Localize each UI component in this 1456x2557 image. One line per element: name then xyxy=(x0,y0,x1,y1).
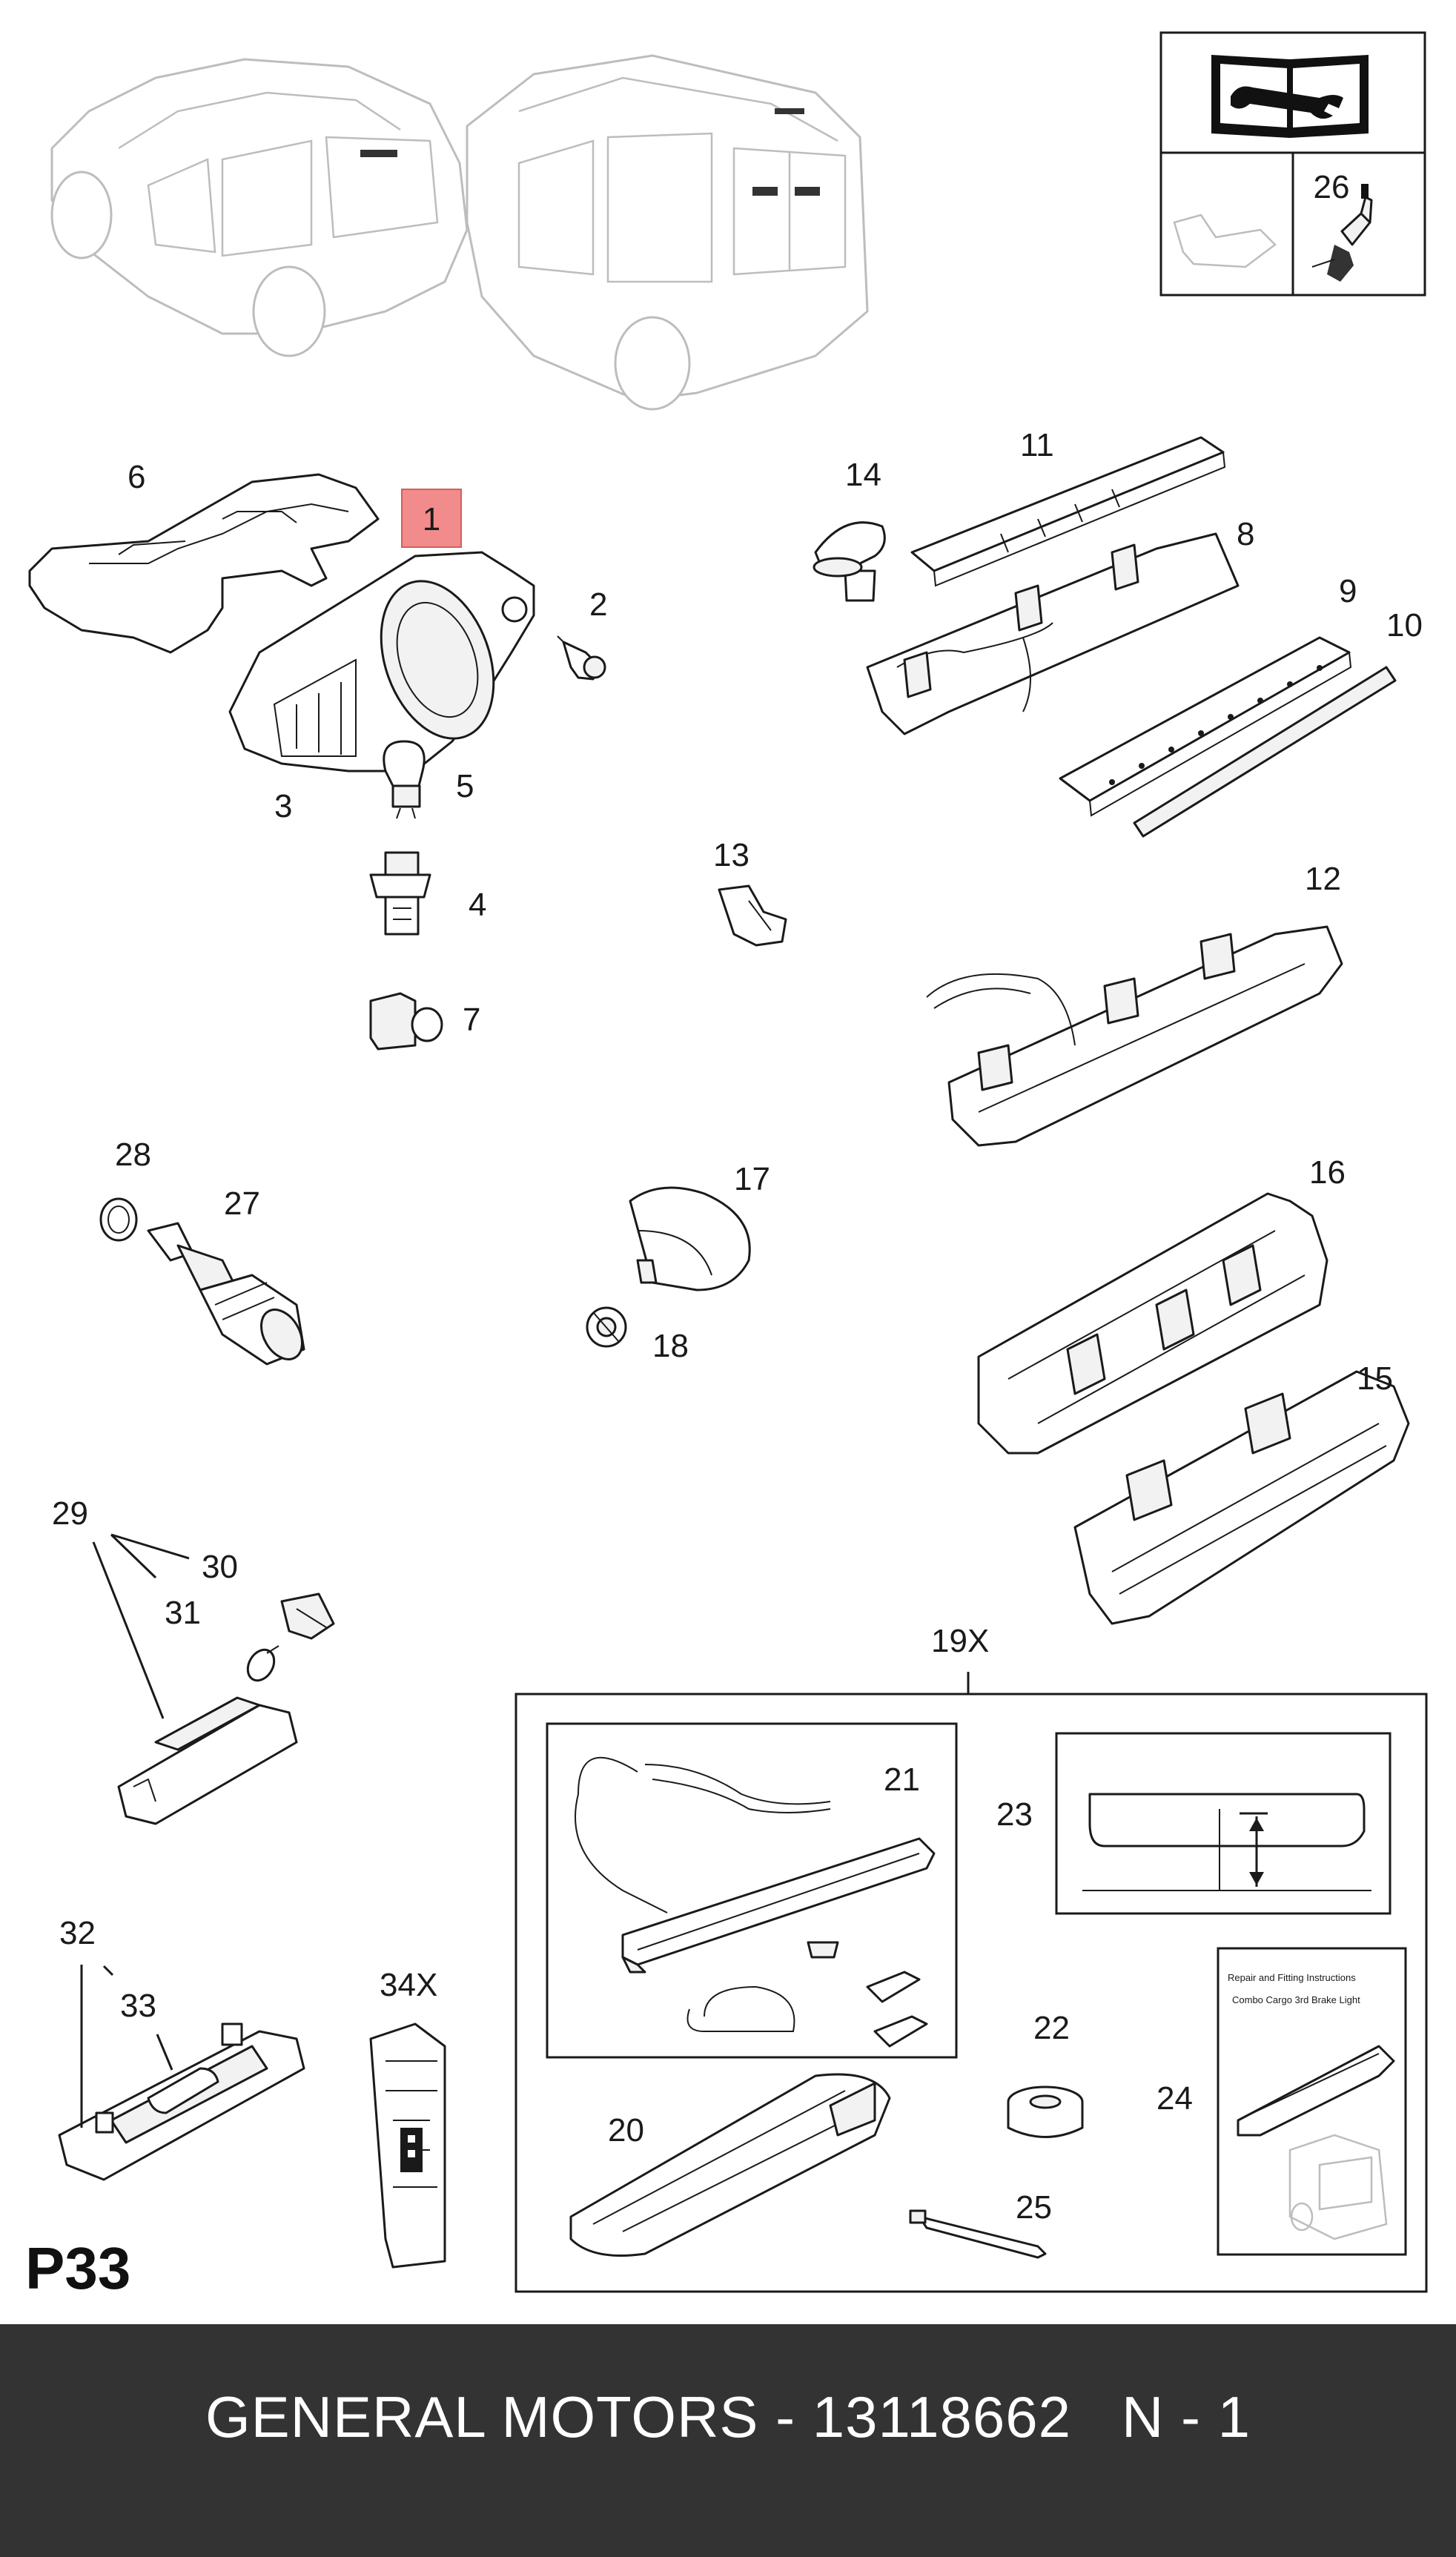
part-number-12: 12 xyxy=(1305,861,1341,897)
part-7-clip xyxy=(369,992,443,1051)
part-5-bulb xyxy=(383,740,426,819)
part-number-1: 1 xyxy=(423,501,440,537)
part-number-24: 24 xyxy=(1156,2080,1193,2117)
part-number-10: 10 xyxy=(1386,607,1423,644)
footer-bar: GENERAL MOTORS - 13118662 N - 1 xyxy=(0,2324,1456,2557)
part-number-labels: 3 5 2 6 4 7 14 11 8 9 10 13 12 28 27 17 … xyxy=(52,427,1423,2226)
part-number-14: 14 xyxy=(845,457,881,493)
part-number-11: 11 xyxy=(1020,427,1054,463)
part-34x-bracket xyxy=(369,2022,446,2269)
part-8-light-carrier xyxy=(866,532,1240,735)
part-number-17: 17 xyxy=(734,1161,770,1197)
part-33-bulb xyxy=(147,2067,219,2114)
vehicle-overview-illustration xyxy=(50,54,869,411)
leader-lines-32-33 xyxy=(80,1965,173,2128)
part-28-o-ring xyxy=(99,1197,138,1242)
part-number-33: 33 xyxy=(120,1988,156,2024)
part-13-clip xyxy=(718,884,787,947)
part-number-19x: 19X xyxy=(931,1623,989,1659)
part-16-housing xyxy=(977,1192,1328,1455)
part-number-27: 27 xyxy=(224,1185,260,1222)
part-number-34x: 34X xyxy=(380,1967,437,2003)
part-10-seal xyxy=(1133,666,1397,838)
instruction-title-line2: Combo Cargo 3rd Brake Light xyxy=(1232,1994,1360,2005)
adhesive-bottle-icon xyxy=(1311,184,1373,282)
part-number-4: 4 xyxy=(469,887,486,923)
part-number-9: 9 xyxy=(1339,573,1357,609)
part-number-26: 26 xyxy=(1314,169,1350,205)
part-number-15: 15 xyxy=(1357,1360,1393,1397)
leader-lines-29-31 xyxy=(92,1533,190,1719)
part-31-bulb xyxy=(246,1645,279,1682)
part-number-32: 32 xyxy=(59,1915,96,1951)
footer-part-info: GENERAL MOTORS - 13118662 N - 1 xyxy=(205,2384,1251,2450)
service-info-box: 26 xyxy=(1159,31,1426,297)
part-number-22: 22 xyxy=(1033,2010,1070,2046)
grease-icon xyxy=(1173,214,1277,268)
part-number-16: 16 xyxy=(1309,1154,1346,1191)
part-17-lens xyxy=(629,1186,751,1291)
part-number-20: 20 xyxy=(608,2112,644,2149)
part-6-bracket xyxy=(28,473,380,654)
part-number-8: 8 xyxy=(1237,516,1254,552)
part-number-28: 28 xyxy=(115,1137,151,1173)
part-14-rivet xyxy=(813,521,886,602)
part-21-light-bar-kit xyxy=(575,1756,936,2048)
kit-19x-box xyxy=(514,1672,1428,2293)
part-number-21: 21 xyxy=(884,1762,920,1798)
part-number-29: 29 xyxy=(52,1495,88,1532)
instruction-title-line1: Repair and Fitting Instructions xyxy=(1228,1972,1356,1983)
part-11-strip xyxy=(910,436,1226,587)
part-number-3: 3 xyxy=(274,788,292,824)
part-number-6: 6 xyxy=(128,459,145,495)
parts-diagram: 26 1 xyxy=(28,31,1428,2293)
part-number-31: 31 xyxy=(165,1595,201,1631)
part-23-fitting-gauge xyxy=(1082,1793,1371,1891)
page-code: P33 xyxy=(25,2235,131,2301)
repair-manual-icon xyxy=(1211,55,1369,138)
part-18-socket xyxy=(586,1306,627,1348)
part-number-2: 2 xyxy=(589,586,607,623)
part-4-bulb-holder xyxy=(369,851,431,936)
part-number-7: 7 xyxy=(463,1002,480,1038)
part-number-18: 18 xyxy=(652,1328,689,1364)
part-12-brake-light xyxy=(926,925,1343,1147)
part-30-socket xyxy=(280,1592,335,1640)
part-15-lamp-assembly xyxy=(1073,1370,1410,1625)
part-number-30: 30 xyxy=(202,1549,238,1585)
part-29-license-lamp xyxy=(117,1696,298,1825)
part-number-23: 23 xyxy=(996,1796,1033,1833)
part-9-led-strip xyxy=(1059,636,1352,817)
part-number-25: 25 xyxy=(1016,2189,1052,2226)
part-24-instruction-sheet: Repair and Fitting Instructions Combo Ca… xyxy=(1228,1972,1395,2240)
part-25-cable-tie xyxy=(909,2209,1047,2259)
part-22-grommet xyxy=(1007,2085,1084,2138)
part-number-13: 13 xyxy=(713,837,749,873)
part-27-switch xyxy=(147,1222,305,1366)
part-2-screw xyxy=(557,635,606,681)
part-20-light-cover xyxy=(569,2073,891,2257)
part-3-lamp-housing xyxy=(228,551,535,773)
highlighted-part-marker xyxy=(401,489,462,548)
part-number-5: 5 xyxy=(456,768,474,804)
